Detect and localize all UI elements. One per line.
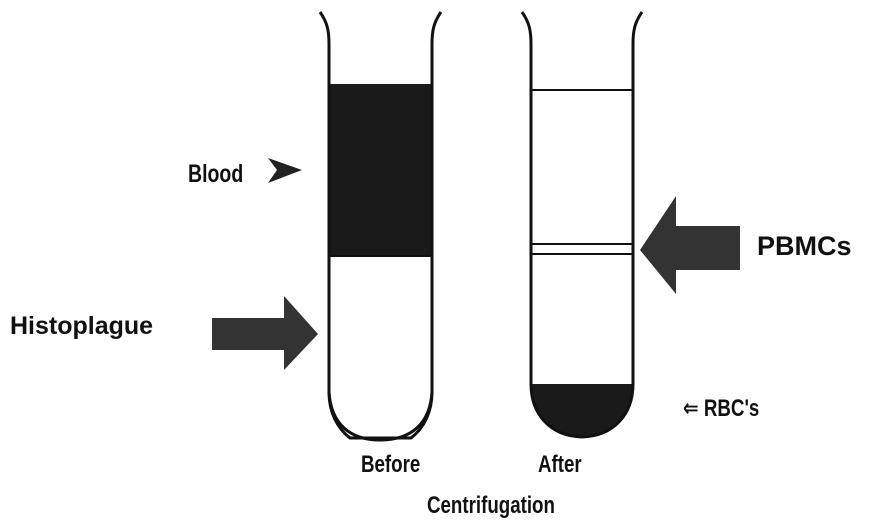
arrowhead-icon: [268, 158, 302, 183]
pbmc-label: PBMCs: [757, 231, 852, 262]
rbc-label: ⇐ RBC's: [683, 394, 759, 423]
block-arrow-left-icon: [640, 196, 740, 294]
histopaque-label: Histoplague: [10, 312, 153, 341]
after-label: After: [538, 451, 582, 479]
tube-before: [320, 12, 441, 440]
tube-after: [522, 12, 642, 437]
blood-label: Blood: [188, 160, 243, 189]
blood-layer: [329, 84, 432, 256]
block-arrow-right-icon: [212, 296, 318, 370]
before-label: Before: [361, 451, 420, 479]
rbc-pellet: [531, 384, 633, 437]
tube-after-outline: [522, 12, 642, 437]
centrifugation-label: Centrifugation: [427, 492, 555, 520]
